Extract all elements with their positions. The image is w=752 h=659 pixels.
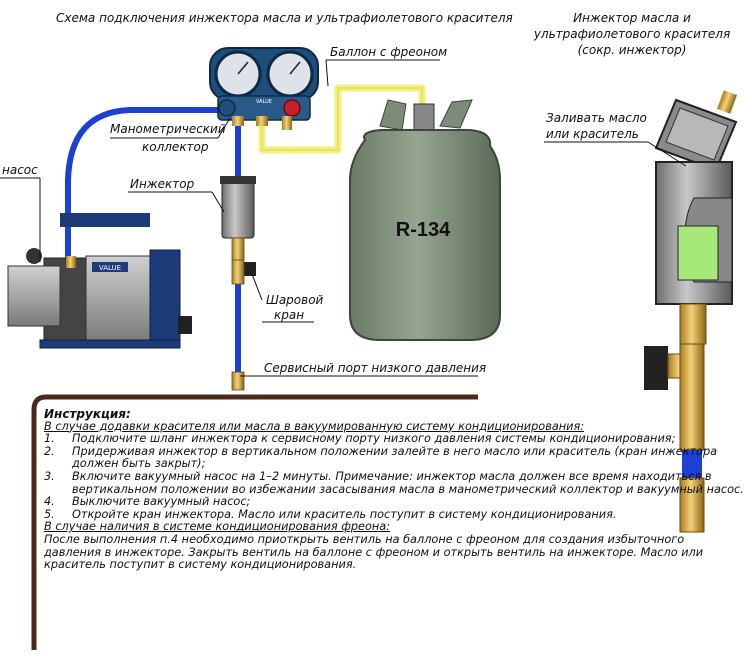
step-text: Откройте кран инжектора. Масло или краси… xyxy=(72,507,617,521)
step-number: 5. xyxy=(44,507,55,521)
freon-tank: R-134 xyxy=(349,99,501,341)
label-manifold-2: коллектор xyxy=(142,140,209,154)
instructions-case2-text: После выполнения п.4 необходимо приоткры… xyxy=(44,532,704,572)
label-ball-valve-1: Шаровой xyxy=(266,293,324,307)
step-row: 1. Подключите шланг инжектора к сервисно… xyxy=(44,433,744,446)
pump-brand: VALUE xyxy=(99,264,121,272)
step-row: 2. Придерживая инжектор в вертикальном п… xyxy=(44,444,744,471)
manifold-gauge: VALUE xyxy=(209,47,319,130)
instructions-heading: Инструкция: xyxy=(44,407,131,421)
step-number: 3. xyxy=(44,469,55,483)
title-left: Схема подключения инжектора масла и ульт… xyxy=(56,11,513,25)
label-freon-tank: Баллон с фреоном xyxy=(330,45,447,59)
step-row: 5. Откройте кран инжектора. Масло или кр… xyxy=(44,507,744,522)
label-manifold-1: Манометрический xyxy=(110,122,226,136)
service-pipe xyxy=(31,394,478,650)
step-number: 1. xyxy=(44,432,55,446)
title-right-line3: (сокр. инжектор) xyxy=(578,43,687,57)
step-row: 4. Выключите вакуумный насос; xyxy=(44,496,744,509)
step-text: Включите вакуумный насос на 1–2 минуты. … xyxy=(72,469,744,496)
step-number: 4. xyxy=(44,495,55,509)
injector-large xyxy=(644,90,738,533)
step-text: Выключите вакуумный насос; xyxy=(72,495,251,509)
title-right-line1: Инжектор масла и xyxy=(573,11,691,25)
step-number: 2. xyxy=(44,444,55,458)
step-text: Подключите шланг инжектора к сервисному … xyxy=(72,432,676,446)
step-text: Придерживая инжектор в вертикальном поло… xyxy=(72,444,718,471)
instructions-case2: В случае наличия в системе кондициониров… xyxy=(44,520,391,534)
label-service-port: Сервисный порт низкого давления xyxy=(264,361,486,375)
step-row: 3. Включите вакуумный насос на 1–2 минут… xyxy=(44,469,744,496)
blue-hose-pump xyxy=(65,107,232,262)
instructions-case1: В случае додавки красителя или масла в в… xyxy=(44,419,585,433)
manifold-brand: VALUE xyxy=(256,99,272,105)
label-pump: насос xyxy=(2,163,38,177)
tank-label: R-134 xyxy=(396,219,451,241)
label-fill-2: или краситель xyxy=(546,127,639,141)
label-injector: Инжектор xyxy=(130,177,195,191)
injector-small xyxy=(220,176,256,391)
instructions-block: Инструкция: В случае додавки красителя и… xyxy=(44,408,744,572)
label-ball-valve-2: кран xyxy=(274,308,304,322)
label-fill-1: Заливать масло xyxy=(546,111,647,125)
title-right-line2: ультрафиолетового красителя xyxy=(533,27,730,41)
vacuum-pump: VALUE xyxy=(7,213,192,349)
